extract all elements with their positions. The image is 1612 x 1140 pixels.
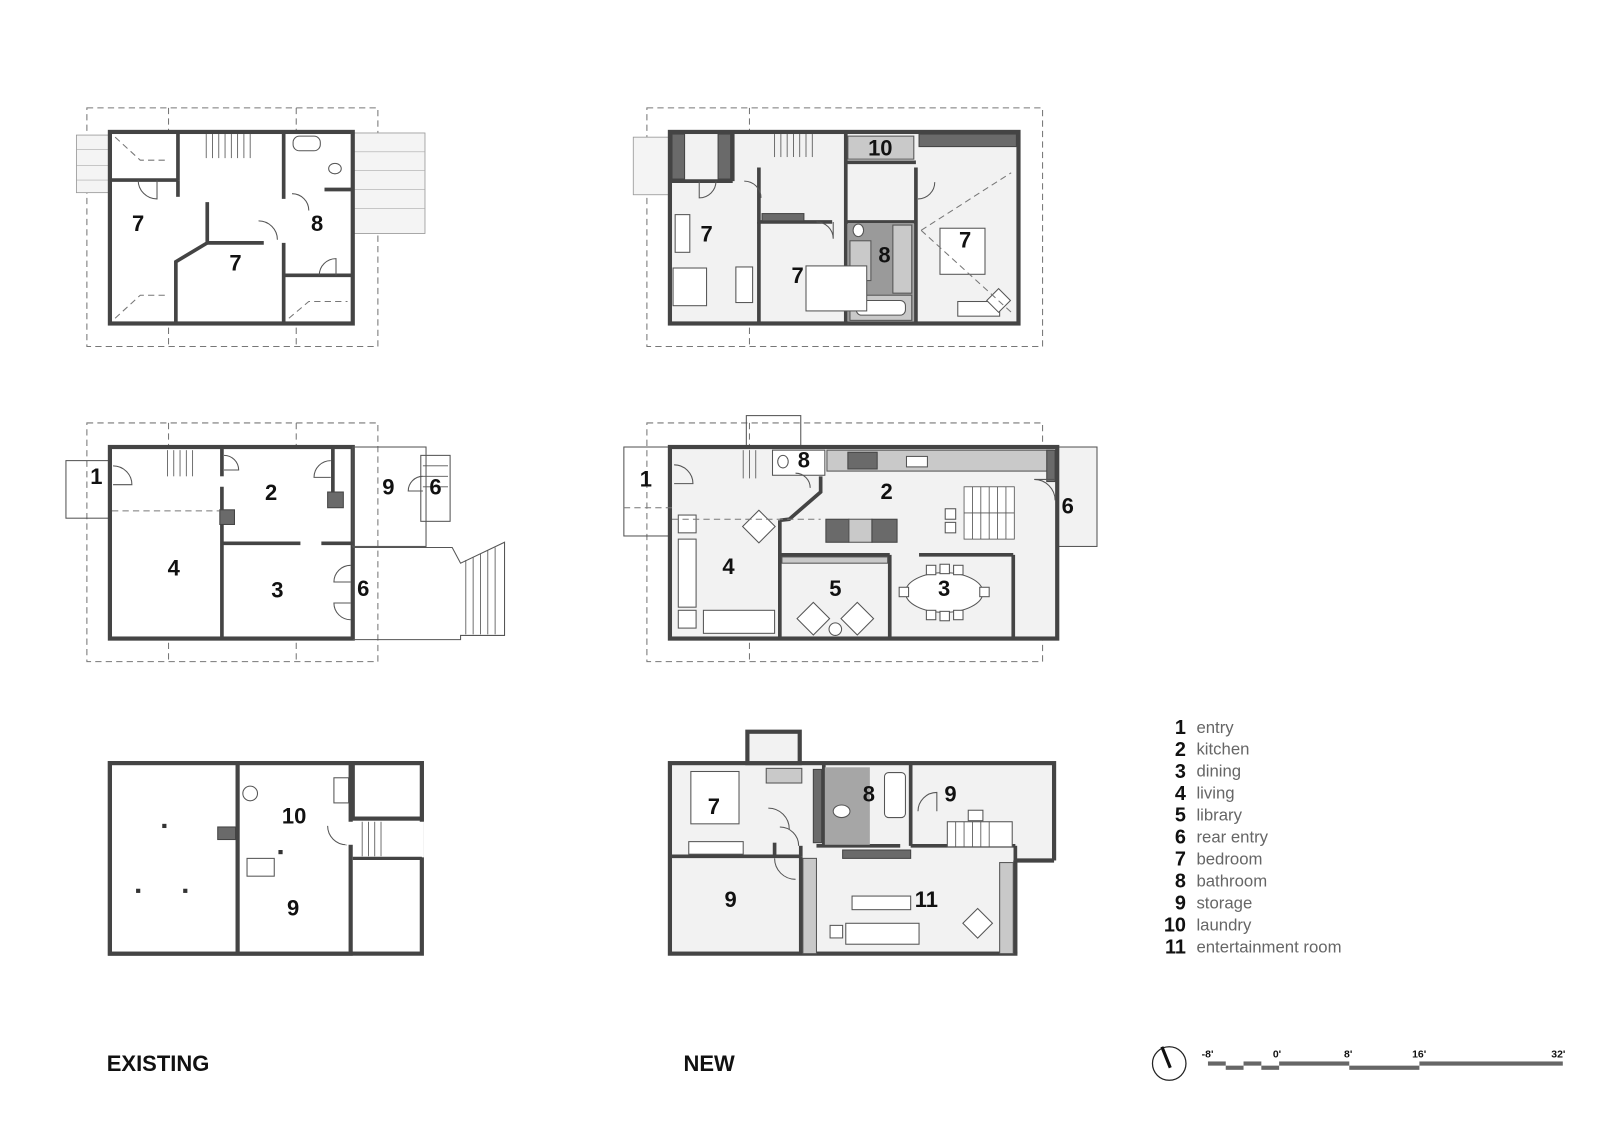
legend-label: bedroom bbox=[1196, 850, 1262, 869]
room-label: 4 bbox=[722, 554, 735, 579]
room-label: 3 bbox=[938, 576, 950, 601]
bed-icon bbox=[672, 267, 708, 307]
new-title: NEW bbox=[684, 1051, 736, 1076]
room-label: 2 bbox=[880, 479, 892, 504]
legend-label: storage bbox=[1196, 894, 1252, 913]
sink-icon bbox=[905, 455, 928, 468]
armchair-icon bbox=[840, 601, 875, 636]
room-label: 7 bbox=[708, 794, 720, 819]
legend-number: 1 bbox=[1175, 717, 1186, 739]
legend-label: dining bbox=[1196, 762, 1241, 781]
existing-upper-floor-plan: 7 7 8 bbox=[75, 107, 426, 348]
bed-icon bbox=[690, 770, 740, 825]
room-label: 2 bbox=[265, 480, 277, 505]
room-label: 9 bbox=[725, 887, 737, 912]
room-label: 8 bbox=[311, 211, 323, 236]
room-label: 7 bbox=[792, 263, 804, 288]
room-label: 9 bbox=[287, 895, 299, 920]
armchair-icon bbox=[741, 509, 776, 544]
legend-label: living bbox=[1196, 784, 1234, 803]
legend-number: 11 bbox=[1165, 937, 1186, 959]
laundry-machines bbox=[847, 135, 915, 160]
room-label: 5 bbox=[829, 576, 841, 601]
existing-main-floor-plan: 1 2 9 6 4 3 6 bbox=[65, 422, 506, 663]
scale-bar: -8' 0' 8' 16' 32' bbox=[1202, 1049, 1565, 1070]
bathtub-icon bbox=[883, 772, 906, 819]
room-label: 8 bbox=[863, 781, 875, 806]
bed-icon bbox=[939, 227, 986, 275]
legend-label: rear entry bbox=[1196, 828, 1268, 847]
scale-tick: 16' bbox=[1412, 1049, 1426, 1060]
room-label: 8 bbox=[798, 447, 810, 472]
room-label: 6 bbox=[357, 576, 369, 601]
laundry-sink-icon bbox=[333, 777, 350, 804]
room-label: 9 bbox=[944, 781, 956, 806]
legend-number: 6 bbox=[1175, 827, 1186, 849]
north-arrow-icon bbox=[1151, 1046, 1187, 1081]
room-label: 3 bbox=[271, 577, 283, 602]
existing-basement-plan: 10 9 bbox=[107, 761, 424, 956]
legend-label: bathroom bbox=[1196, 872, 1267, 891]
room-label: 6 bbox=[429, 475, 441, 500]
legend-number: 5 bbox=[1175, 805, 1186, 827]
room-label: 10 bbox=[282, 803, 306, 828]
legend-number: 8 bbox=[1175, 871, 1186, 893]
room-label: 11 bbox=[915, 887, 938, 912]
scale-tick: -8' bbox=[1202, 1049, 1214, 1060]
toilet-icon bbox=[852, 223, 865, 238]
room-label: 7 bbox=[700, 221, 712, 246]
room-label: 7 bbox=[229, 251, 241, 276]
scale-tick: 8' bbox=[1344, 1049, 1352, 1060]
room-label: 7 bbox=[959, 228, 971, 253]
legend-number: 9 bbox=[1175, 893, 1186, 915]
armchair-icon bbox=[796, 601, 831, 636]
roof-shingles bbox=[353, 132, 426, 234]
legend-number: 4 bbox=[1175, 783, 1186, 805]
new-upper-floor-plan: 10 7 7 8 7 bbox=[632, 107, 1044, 348]
legend-label: kitchen bbox=[1196, 740, 1249, 759]
bed-icon bbox=[805, 265, 868, 312]
room-label: 7 bbox=[132, 211, 144, 236]
new-main-floor-plan: 1 8 2 6 4 5 3 bbox=[623, 415, 1098, 663]
room-label: 4 bbox=[168, 555, 181, 580]
new-basement-plan: 7 8 9 9 11 bbox=[667, 729, 1060, 957]
room-label: 6 bbox=[1062, 494, 1074, 519]
room-legend: 1 entry 2 kitchen 3 dining 4 living 5 li… bbox=[1164, 717, 1342, 959]
vanity-icon bbox=[892, 224, 913, 294]
room-label: 1 bbox=[640, 466, 652, 491]
roof-shingles bbox=[75, 134, 111, 194]
sofa-icon bbox=[677, 538, 697, 608]
scale-tick: 0' bbox=[1273, 1049, 1281, 1060]
legend-number: 2 bbox=[1175, 739, 1186, 761]
rear-steps bbox=[420, 454, 451, 522]
legend-label: entertainment room bbox=[1196, 938, 1341, 957]
sofa-icon bbox=[702, 609, 776, 634]
legend-number: 3 bbox=[1175, 761, 1186, 783]
scale-tick: 32' bbox=[1551, 1049, 1565, 1060]
legend-label: laundry bbox=[1196, 916, 1252, 935]
legend-label: library bbox=[1196, 806, 1242, 825]
legend-label: entry bbox=[1196, 718, 1234, 737]
room-label: 9 bbox=[382, 475, 394, 500]
existing-title: EXISTING bbox=[107, 1051, 210, 1076]
sofa-icon bbox=[845, 922, 920, 945]
bathtub-icon bbox=[292, 135, 321, 152]
toilet-icon bbox=[328, 162, 342, 175]
room-label: 10 bbox=[868, 136, 892, 161]
toilet-icon bbox=[777, 454, 789, 469]
legend-number: 7 bbox=[1175, 849, 1186, 871]
closet-rods bbox=[812, 768, 823, 844]
stove-icon bbox=[847, 451, 878, 470]
armchair-icon bbox=[986, 287, 1012, 314]
legend-number: 10 bbox=[1164, 915, 1186, 937]
room-label: 8 bbox=[878, 242, 890, 267]
armchair-icon bbox=[962, 907, 994, 939]
room-label: 1 bbox=[90, 464, 102, 489]
toilet-icon bbox=[832, 804, 851, 819]
